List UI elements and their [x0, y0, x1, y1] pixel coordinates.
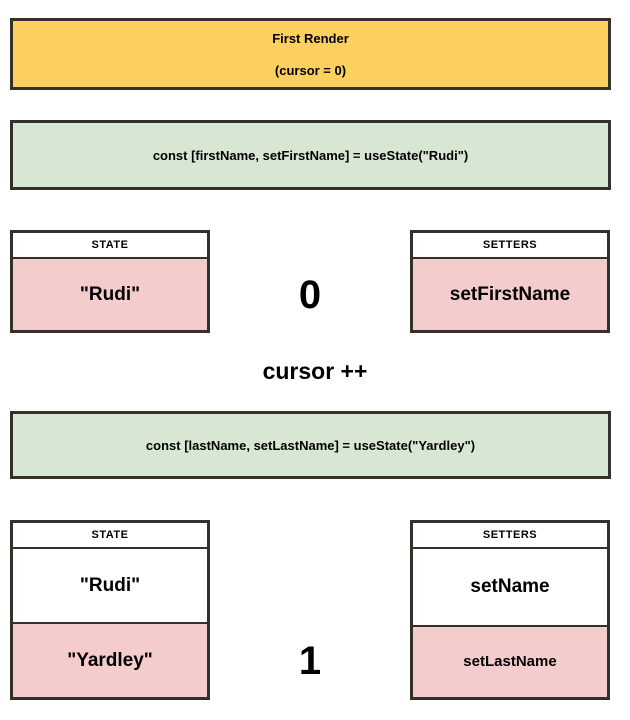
setter-cell-setfirstname-highlighted: setFirstName — [413, 259, 607, 330]
state-table-render2-header: STATE — [13, 523, 207, 549]
cursor-value-render1: 0 — [298, 273, 322, 317]
state-cell-rudi: "Rudi" — [13, 549, 207, 622]
setters-table-render2-header: SETTERS — [413, 523, 607, 549]
state-cell-yardley-highlighted: "Yardley" — [13, 622, 207, 697]
setters-table-render1: SETTERS setFirstName — [410, 230, 610, 333]
code-box-first-usestate: const [firstName, setFirstName] = useSta… — [10, 120, 611, 190]
render-title: First Render — [272, 30, 349, 46]
setter-cell-setlastname-highlighted: setLastName — [413, 624, 607, 697]
cursor-value-render2: 1 — [298, 639, 322, 683]
first-render-banner: First Render (cursor = 0) — [10, 18, 611, 90]
setters-table-render2: SETTERS setName setLastName — [410, 520, 610, 700]
state-cell-rudi-highlighted: "Rudi" — [13, 259, 207, 330]
render-cursor-note: (cursor = 0) — [274, 62, 347, 78]
state-table-render1: STATE "Rudi" — [10, 230, 210, 333]
setters-table-render1-header: SETTERS — [413, 233, 607, 259]
state-table-render1-header: STATE — [13, 233, 207, 259]
cursor-increment-label: cursor ++ — [262, 358, 368, 384]
setter-cell-setname: setName — [413, 549, 607, 625]
code-line-second-usestate: const [lastName, setLastName] = useState… — [145, 437, 476, 453]
code-box-second-usestate: const [lastName, setLastName] = useState… — [10, 411, 611, 479]
state-table-render2: STATE "Rudi" "Yardley" — [10, 520, 210, 700]
code-line-first-usestate: const [firstName, setFirstName] = useSta… — [152, 147, 469, 163]
